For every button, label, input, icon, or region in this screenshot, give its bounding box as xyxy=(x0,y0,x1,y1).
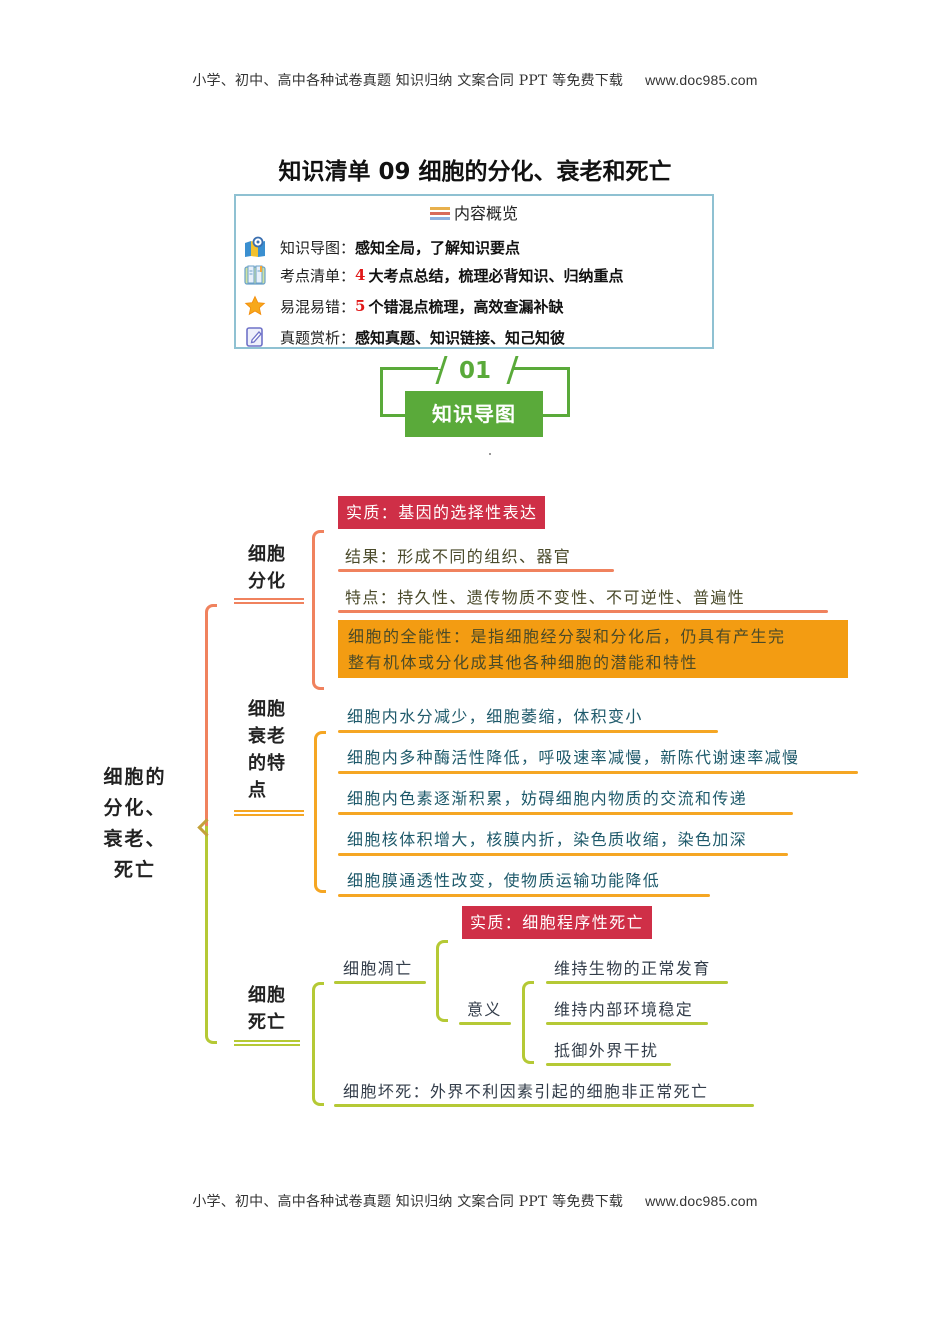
branch-label-line: 点 xyxy=(248,780,267,801)
significance-label: 意义 xyxy=(467,1000,502,1019)
aging-item: 细胞内色素逐渐积累，妨碍细胞内物质的交流和传递 xyxy=(347,789,748,808)
overview-row-mistakes: 易混易错： 5 个错混点梳理，高效查漏补缺 xyxy=(244,293,563,319)
section-label: 知识导图 xyxy=(405,391,543,437)
root-line: 死亡 xyxy=(113,859,156,881)
branch-aging-label: 细胞 衰老 的特 点 xyxy=(248,696,286,804)
map-pin-icon xyxy=(244,236,266,258)
differentiation-brace xyxy=(312,530,324,690)
differentiation-result-underline xyxy=(338,569,614,572)
aging-item-underline xyxy=(338,812,793,815)
apoptosis-brace xyxy=(436,940,448,1022)
aging-item: 细胞膜通透性改变，使物质运输功能降低 xyxy=(347,871,661,890)
root-brace-upper xyxy=(205,604,217,826)
root-line: 细胞的 xyxy=(103,766,167,788)
overview-row-desc: 感知全局，了解知识要点 xyxy=(355,238,521,257)
necrosis-underline xyxy=(334,1104,754,1107)
necrosis-item: 细胞坏死：外界不利因素引起的细胞非正常死亡 xyxy=(343,1082,709,1101)
overview-box: 内容概览 知识导图： 感知全局，了解知识要点 考点清单： 4 xyxy=(234,194,714,349)
open-book-icon xyxy=(244,264,266,286)
branch-label-line: 细胞 xyxy=(248,699,286,720)
page-title: 知识清单 09 细胞的分化、衰老和死亡 xyxy=(278,159,672,185)
section-frame-top-right xyxy=(512,367,570,370)
edit-note-icon xyxy=(244,326,266,348)
footer-site-link[interactable]: www.doc985.com xyxy=(645,1193,758,1209)
totipotency-line: 整有机体或分化成其他各种细胞的潜能和特性 xyxy=(348,653,699,672)
branch-aging-underline xyxy=(234,810,304,816)
aging-item-underline xyxy=(338,853,788,856)
branch-label-line: 分化 xyxy=(248,571,286,592)
page-footer: 小学、初中、高中各种试卷真题 知识归纳 文案合同 PPT 等免费下载 www.do… xyxy=(0,1191,950,1211)
overview-row-count: 5 xyxy=(355,297,366,315)
aging-item-underline xyxy=(338,771,858,774)
overview-row-desc: 感知真题、知识链接、知己知彼 xyxy=(355,328,566,347)
aging-item: 细胞内多种酶活性降低，呼吸速率减慢，新陈代谢速率减慢 xyxy=(347,748,800,767)
significance-item-underline xyxy=(546,981,728,984)
overview-row-count: 4 xyxy=(355,266,366,284)
root-line: 分化、 xyxy=(103,797,167,819)
differentiation-result: 结果：形成不同的组织、器官 xyxy=(345,547,572,566)
overview-heading: 内容概览 xyxy=(236,200,712,224)
apoptosis-underline xyxy=(334,981,426,984)
branch-label-line: 衰老 xyxy=(248,726,286,747)
stray-dot xyxy=(489,453,491,455)
overview-row-exam-analysis: 真题赏析： 感知真题、知识链接、知己知彼 xyxy=(244,324,565,350)
section-number: 01 xyxy=(458,358,491,384)
section-frame-mask xyxy=(383,355,568,369)
branch-label-line: 死亡 xyxy=(248,1012,286,1033)
overview-row-label: 真题赏析： xyxy=(280,328,356,347)
significance-brace xyxy=(522,981,534,1064)
differentiation-features-underline xyxy=(338,610,828,613)
death-brace xyxy=(312,982,324,1106)
significance-item: 维持内部环境稳定 xyxy=(554,1000,694,1019)
differentiation-features: 特点：持久性、遗传物质不变性、不可逆性、普遍性 xyxy=(345,588,746,607)
mindmap-root: 细胞的 分化、 衰老、 死亡 xyxy=(100,762,170,886)
overview-row-label: 易混易错： xyxy=(280,297,356,316)
aging-item: 细胞核体积增大，核膜内折，染色质收缩，染色加深 xyxy=(347,830,748,849)
header-site-link[interactable]: www.doc985.com xyxy=(645,72,758,88)
significance-underline xyxy=(459,1022,511,1025)
root-brace-lower xyxy=(205,826,217,1044)
significance-item: 抵御外界干扰 xyxy=(554,1041,659,1060)
page-header: 小学、初中、高中各种试卷真题 知识归纳 文案合同 PPT 等免费下载 www.do… xyxy=(0,70,950,90)
significance-item-underline xyxy=(546,1063,671,1066)
overview-heading-text: 内容概览 xyxy=(453,204,518,223)
totipotency-line: 细胞的全能性：是指细胞经分裂和分化后，仍具有产生完 xyxy=(348,627,786,646)
branch-differentiation-underline xyxy=(234,598,304,604)
significance-item: 维持生物的正常发育 xyxy=(554,959,711,978)
aging-item-underline xyxy=(338,730,718,733)
header-text: 小学、初中、高中各种试卷真题 知识归纳 文案合同 PPT 等免费下载 xyxy=(192,73,624,89)
branch-label-line: 细胞 xyxy=(248,544,286,565)
root-line: 衰老、 xyxy=(103,828,167,850)
branch-label-line: 细胞 xyxy=(248,985,286,1006)
list-icon xyxy=(429,207,450,220)
aging-item-underline xyxy=(338,894,710,897)
aging-item: 细胞内水分减少，细胞萎缩，体积变小 xyxy=(347,707,643,726)
differentiation-essence-box: 实质：基因的选择性表达 xyxy=(338,496,546,529)
apoptosis-label: 细胞凋亡 xyxy=(343,959,413,978)
overview-row-label: 知识导图： xyxy=(280,238,356,257)
section-frame-top-left xyxy=(380,367,438,370)
overview-row-mindmap: 知识导图： 感知全局，了解知识要点 xyxy=(244,234,520,260)
overview-row-label: 考点清单： xyxy=(280,266,356,285)
branch-death-label: 细胞 死亡 xyxy=(248,982,286,1036)
overview-row-desc: 个错混点梳理，高效查漏补缺 xyxy=(368,297,564,316)
totipotency-box: 细胞的全能性：是指细胞经分裂和分化后，仍具有产生完 整有机体或分化成其他各种细胞… xyxy=(338,620,848,678)
branch-differentiation-label: 细胞 分化 xyxy=(248,541,286,595)
branch-label-line: 的特 xyxy=(248,753,286,774)
apoptosis-essence-box: 实质：细胞程序性死亡 xyxy=(462,906,653,939)
star-icon xyxy=(244,295,266,317)
overview-row-checklist: 考点清单： 4 大考点总结，梳理必背知识、归纳重点 xyxy=(244,262,623,288)
overview-row-desc: 大考点总结，梳理必背知识、归纳重点 xyxy=(368,266,624,285)
aging-brace xyxy=(314,731,326,893)
significance-item-underline xyxy=(546,1022,708,1025)
branch-death-underline xyxy=(234,1040,300,1046)
footer-text: 小学、初中、高中各种试卷真题 知识归纳 文案合同 PPT 等免费下载 xyxy=(192,1194,624,1210)
